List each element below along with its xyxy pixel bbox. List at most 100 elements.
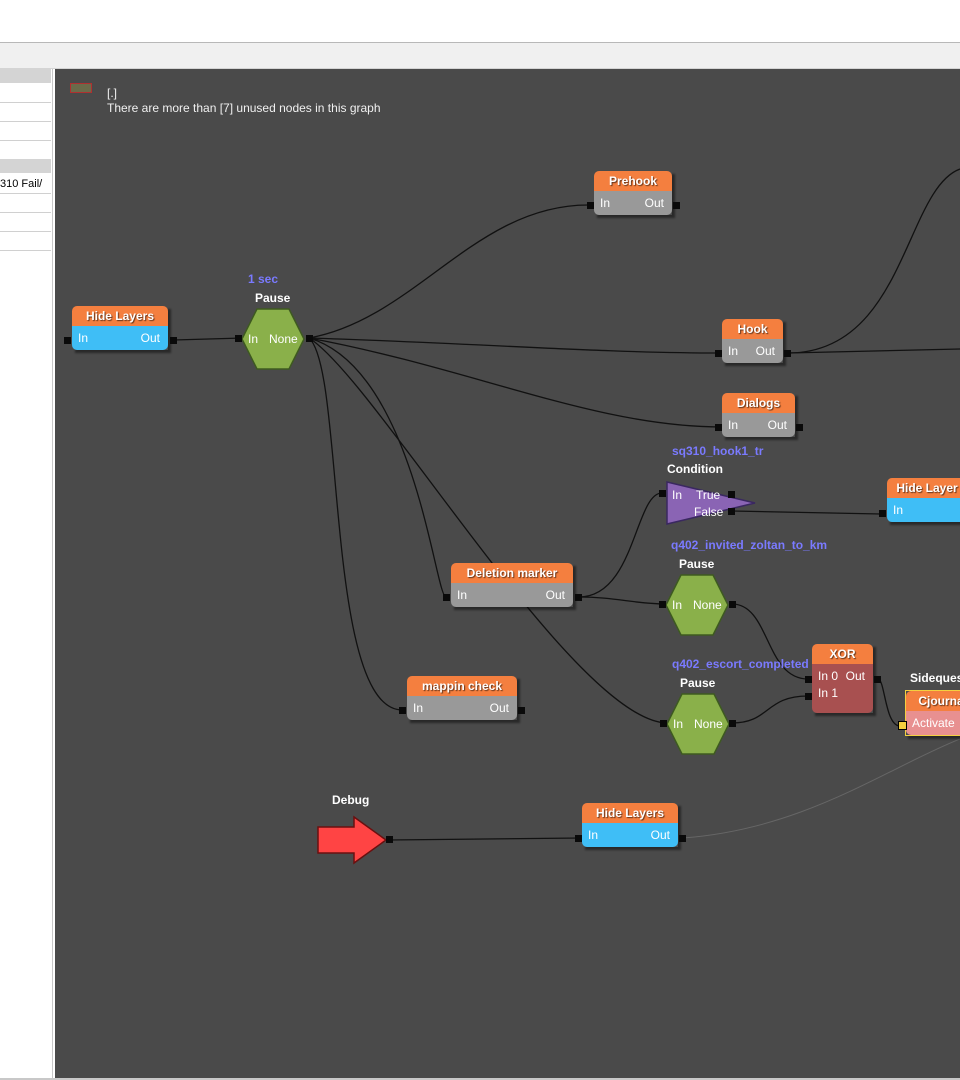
debug-arrow-icon[interactable] bbox=[316, 815, 388, 865]
false-out-port[interactable] bbox=[728, 508, 735, 515]
out-port[interactable] bbox=[386, 836, 393, 843]
out-port[interactable] bbox=[796, 424, 803, 431]
out-port[interactable] bbox=[518, 707, 525, 714]
hide-layers-node[interactable]: Hide Layers In Out bbox=[72, 306, 168, 350]
pause-caption: q402_escort_completed bbox=[672, 657, 809, 671]
node-title: Pause bbox=[255, 291, 291, 305]
in-pin-label: In bbox=[728, 418, 739, 432]
node-title: Condition bbox=[667, 462, 723, 476]
out-port[interactable] bbox=[679, 835, 686, 842]
hexagon-shape bbox=[666, 693, 730, 755]
in-port[interactable] bbox=[715, 350, 722, 357]
node-title: Pause bbox=[680, 676, 716, 690]
pause-duration-caption: 1 sec bbox=[248, 272, 279, 286]
wire bbox=[731, 603, 809, 680]
out-port[interactable] bbox=[729, 601, 736, 608]
pause-node[interactable] bbox=[241, 308, 305, 370]
in-pin-label: In bbox=[457, 588, 468, 602]
pause-node[interactable] bbox=[665, 574, 729, 636]
out-pin-label: Out bbox=[545, 588, 565, 602]
hook-node[interactable]: Hook In Out bbox=[722, 319, 783, 363]
mappin-check-node[interactable]: mappin check In Out bbox=[407, 676, 517, 720]
wire bbox=[578, 492, 663, 598]
node-title: Hide Layers bbox=[72, 306, 168, 326]
wire bbox=[308, 337, 403, 711]
condition-caption: sq310_hook1_tr bbox=[672, 444, 764, 458]
wire bbox=[731, 695, 809, 724]
out-pin-label: Out bbox=[140, 331, 160, 345]
wire bbox=[308, 337, 447, 598]
out-port[interactable] bbox=[575, 594, 582, 601]
journal-node[interactable]: Cjourna Activate bbox=[905, 690, 960, 736]
panel-header bbox=[0, 159, 51, 173]
hide-layers-node[interactable]: Hide Layer In bbox=[887, 478, 960, 522]
out-port[interactable] bbox=[784, 350, 791, 357]
in-pin-label: In bbox=[600, 196, 611, 210]
out-port[interactable] bbox=[729, 720, 736, 727]
true-out-port[interactable] bbox=[728, 491, 735, 498]
in-pin-label: In bbox=[893, 503, 904, 517]
node-body: In bbox=[887, 498, 960, 522]
node-title: mappin check bbox=[407, 676, 517, 696]
panel-row-text[interactable]: 310 Fail/ bbox=[0, 178, 43, 190]
out-pin-label: Out bbox=[755, 344, 775, 358]
out-port[interactable] bbox=[874, 676, 881, 683]
node-body: In Out bbox=[451, 583, 573, 607]
connection-wires bbox=[173, 168, 960, 841]
condition-node[interactable] bbox=[665, 480, 757, 526]
deletion-marker-node[interactable]: Deletion marker In Out bbox=[451, 563, 573, 607]
graph-canvas[interactable]: [.] There are more than [7] unused nodes… bbox=[55, 69, 960, 1078]
in-port[interactable] bbox=[235, 335, 242, 342]
unused-nodes-warning: [.] There are more than [7] unused nodes… bbox=[107, 86, 381, 116]
toolbar bbox=[0, 43, 960, 69]
in1-port[interactable] bbox=[805, 693, 812, 700]
wire bbox=[731, 510, 882, 515]
in-port[interactable] bbox=[660, 720, 667, 727]
pause-node[interactable] bbox=[666, 693, 730, 755]
out-pin-label: Out bbox=[489, 701, 509, 715]
wire bbox=[877, 678, 901, 727]
node-title: Pause bbox=[679, 557, 715, 571]
panel-divider bbox=[0, 231, 51, 232]
xor-node[interactable]: XOR In 0 Out In 1 bbox=[812, 644, 873, 713]
false-pin-label: False bbox=[694, 505, 724, 519]
wire bbox=[308, 204, 589, 339]
in-port[interactable] bbox=[575, 835, 582, 842]
node-body: In 0 Out In 1 bbox=[812, 664, 873, 713]
wire bbox=[308, 337, 668, 724]
in0-port[interactable] bbox=[805, 676, 812, 683]
out-port[interactable] bbox=[170, 337, 177, 344]
warning-message: There are more than [7] unused nodes in … bbox=[107, 101, 381, 115]
in-port[interactable] bbox=[715, 424, 722, 431]
in-port[interactable] bbox=[879, 510, 886, 517]
in-pin-label: In bbox=[672, 488, 683, 502]
wire bbox=[173, 337, 244, 341]
activate-port[interactable] bbox=[898, 721, 907, 730]
in-port[interactable] bbox=[443, 594, 450, 601]
panel-divider bbox=[0, 250, 51, 251]
in-pin-label: In bbox=[673, 717, 684, 731]
in-port[interactable] bbox=[659, 601, 666, 608]
panel-divider bbox=[0, 212, 51, 213]
in-port[interactable] bbox=[399, 707, 406, 714]
prehook-node[interactable]: Prehook In Out bbox=[594, 171, 672, 215]
node-title: Hide Layers bbox=[582, 803, 678, 823]
node-title: Hook bbox=[722, 319, 783, 339]
out-port[interactable] bbox=[673, 202, 680, 209]
out-port[interactable] bbox=[306, 335, 313, 342]
in-port[interactable] bbox=[587, 202, 594, 209]
node-title: Debug bbox=[332, 793, 370, 807]
in-port[interactable] bbox=[64, 337, 71, 344]
dialogs-node[interactable]: Dialogs In Out bbox=[722, 393, 795, 437]
warning-icon bbox=[70, 83, 92, 93]
hide-layers-node[interactable]: Hide Layers In Out bbox=[582, 803, 678, 847]
wire bbox=[388, 837, 582, 841]
in1-pin-label: In 1 bbox=[818, 686, 839, 700]
activate-pin-label: Activate bbox=[912, 716, 955, 730]
arrow-shape bbox=[317, 815, 388, 865]
node-body: In Out bbox=[72, 326, 168, 350]
in-port[interactable] bbox=[659, 490, 666, 497]
node-title: Cjourna bbox=[906, 691, 960, 711]
node-body: In Out bbox=[594, 191, 672, 215]
in-pin-label: In bbox=[78, 331, 89, 345]
